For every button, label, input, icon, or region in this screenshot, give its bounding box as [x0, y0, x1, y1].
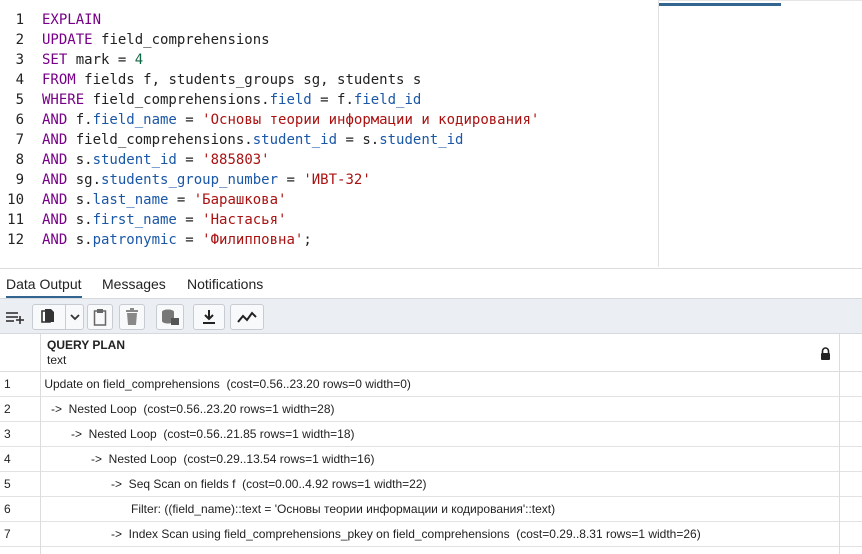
delete-icon: [125, 308, 139, 326]
code-line[interactable]: UPDATE field_comprehensions: [42, 32, 270, 48]
row-number[interactable]: 7: [0, 522, 41, 547]
paste-button[interactable]: [87, 304, 113, 330]
lock-icon: [820, 347, 831, 365]
table-row[interactable]: 8: [0, 547, 862, 554]
table-row[interactable]: 4 -> Nested Loop (cost=0.29..13.54 rows=…: [0, 447, 862, 472]
code-line[interactable]: AND sg.students_group_number = 'ИВТ-32': [42, 172, 371, 188]
table-row[interactable]: 7 -> Index Scan using field_comprehensio…: [0, 522, 862, 547]
tab-data-output[interactable]: Data Output: [6, 269, 82, 299]
code-line[interactable]: AND s.student_id = '885803': [42, 152, 270, 168]
line-number: 11: [7, 212, 24, 228]
graph-icon: [237, 310, 257, 324]
tab-messages[interactable]: Messages: [102, 276, 166, 292]
line-number: 9: [15, 172, 24, 188]
code-line[interactable]: AND s.patronymic = 'Филипповна';: [42, 232, 312, 248]
column-name[interactable]: QUERY PLAN: [47, 338, 126, 352]
row-number-header[interactable]: [0, 334, 41, 372]
line-number: 10: [7, 192, 24, 208]
row-number[interactable]: 4: [0, 447, 41, 472]
result-tabs: Data Output Messages Notifications: [0, 268, 862, 299]
save-data-icon: [160, 308, 180, 326]
row-number[interactable]: 6: [0, 497, 41, 522]
table-row[interactable]: 2 -> Nested Loop (cost=0.56..23.20 rows=…: [0, 397, 862, 422]
line-number: 5: [15, 92, 24, 108]
line-number: 6: [15, 112, 24, 128]
save-data-button[interactable]: [156, 304, 184, 330]
table-row[interactable]: 1 Update on field_comprehensions (cost=0…: [0, 372, 862, 397]
column-type: text: [47, 353, 67, 367]
code-line[interactable]: SET mark = 4: [42, 52, 144, 68]
code-line[interactable]: AND s.last_name = 'Барашкова': [42, 192, 287, 208]
code-line[interactable]: WHERE field_comprehensions.field = f.fie…: [42, 92, 422, 108]
query-plan-cell[interactable]: Update on field_comprehensions (cost=0.5…: [41, 372, 840, 397]
paste-icon: [93, 308, 107, 326]
line-number: 12: [7, 232, 24, 248]
side-panel-tab-indicator: [659, 3, 781, 6]
result-grid: QUERY PLAN text 1 Update on field_compre…: [0, 334, 862, 554]
line-number: 3: [15, 52, 24, 68]
code-line[interactable]: EXPLAIN: [42, 12, 102, 28]
query-plan-cell[interactable]: -> Nested Loop (cost=0.56..23.20 rows=1 …: [41, 397, 840, 422]
add-row-icon: [4, 309, 26, 325]
line-number-gutter: 1 2 3 4 5 6 7 8 9 10 11 12: [0, 10, 30, 250]
line-number: 8: [15, 152, 24, 168]
code-line[interactable]: AND f.field_name = 'Основы теории информ…: [42, 112, 540, 128]
query-plan-cell[interactable]: -> Nested Loop (cost=0.29..13.54 rows=1 …: [41, 447, 840, 472]
query-editor[interactable]: 1 2 3 4 5 6 7 8 9 10 11 12 EXPLAIN UPDATE…: [0, 0, 658, 267]
table-row[interactable]: 5 -> Seq Scan on fields f (cost=0.00..4.…: [0, 472, 862, 497]
query-plan-cell[interactable]: [41, 547, 840, 554]
chevron-down-icon[interactable]: [69, 311, 81, 323]
table-row[interactable]: 3 -> Nested Loop (cost=0.56..21.85 rows=…: [0, 422, 862, 447]
row-number[interactable]: 5: [0, 472, 41, 497]
add-row-button[interactable]: [2, 304, 28, 330]
grid-header: QUERY PLAN text: [0, 334, 862, 372]
line-number: 1: [15, 12, 24, 28]
download-button[interactable]: [193, 304, 225, 330]
row-number[interactable]: 2: [0, 397, 41, 422]
row-number[interactable]: 8: [0, 547, 41, 554]
download-icon: [201, 309, 217, 325]
code-line[interactable]: AND s.first_name = 'Настасья': [42, 212, 287, 228]
table-row[interactable]: 6 Filter: ((field_name)::text = 'Основы …: [0, 497, 862, 522]
data-output-toolbar: [0, 298, 862, 334]
line-number: 7: [15, 132, 24, 148]
query-plan-cell[interactable]: -> Nested Loop (cost=0.56..21.85 rows=1 …: [41, 422, 840, 447]
delete-button[interactable]: [119, 304, 145, 330]
copy-button[interactable]: [32, 304, 84, 330]
editor-side-panel: [658, 0, 862, 267]
query-plan-cell[interactable]: -> Seq Scan on fields f (cost=0.00..4.92…: [41, 472, 840, 497]
tab-notifications[interactable]: Notifications: [187, 276, 264, 292]
line-number: 2: [15, 32, 24, 48]
code-line[interactable]: FROM fields f, students_groups sg, stude…: [42, 72, 422, 88]
code-line[interactable]: AND field_comprehensions.student_id = s.…: [42, 132, 464, 148]
line-number: 4: [15, 72, 24, 88]
copy-icon: [40, 308, 56, 326]
graph-button[interactable]: [230, 304, 264, 330]
query-plan-cell[interactable]: -> Index Scan using field_comprehensions…: [41, 522, 840, 547]
row-number[interactable]: 1: [0, 372, 41, 397]
query-plan-cell[interactable]: Filter: ((field_name)::text = 'Основы те…: [41, 497, 840, 522]
row-number[interactable]: 3: [0, 422, 41, 447]
